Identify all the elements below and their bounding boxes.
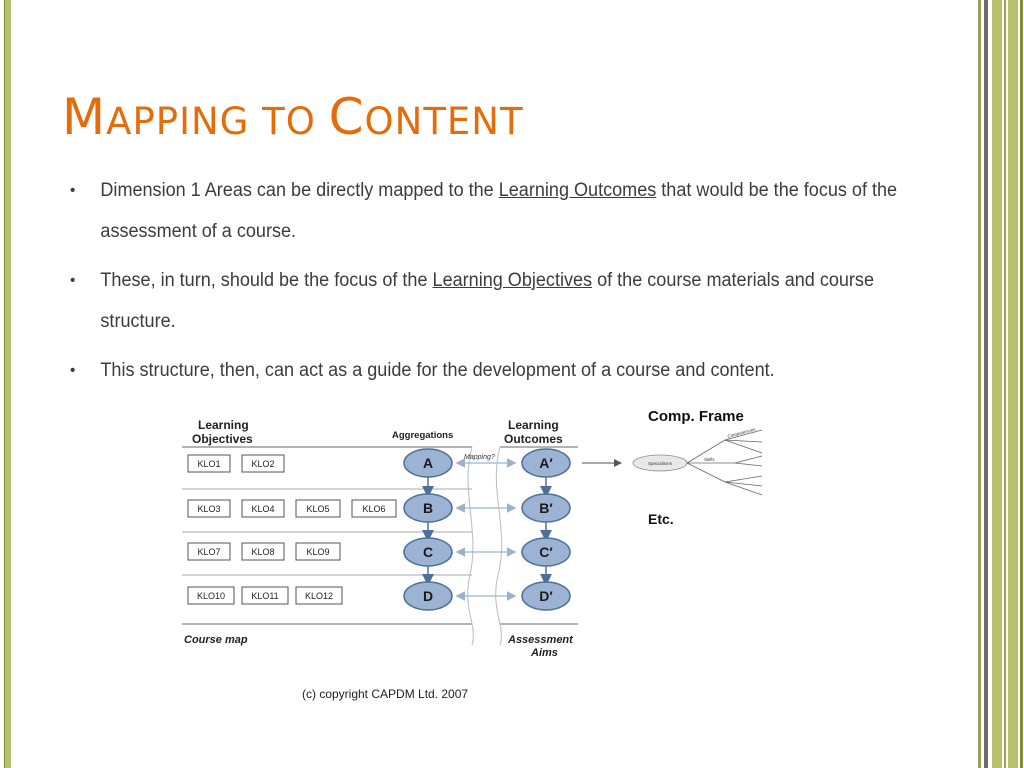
learning-objectives-link[interactable]: Learning Objectives: [432, 270, 593, 291]
right-header-line2: Outcomes: [504, 432, 563, 446]
left-border-decoration: [4, 0, 11, 768]
klo-box: KLO3: [197, 504, 220, 514]
left-header-line2: Objectives: [192, 432, 253, 446]
klo-box: KLO12: [305, 591, 333, 601]
left-header-line1: Learning: [198, 418, 249, 432]
bullet-item: • Dimension 1 Areas can be directly mapp…: [70, 170, 906, 252]
klo-box: KLO11: [251, 591, 278, 601]
slide-title: MAPPING TO CONTENT: [62, 88, 524, 146]
row-d: KLO10 KLO11 KLO12: [187, 586, 343, 605]
node-label: D′: [539, 588, 553, 604]
klo-box: KLO10: [197, 591, 225, 601]
node-label: A: [423, 455, 433, 471]
learning-outcomes-link[interactable]: Learning Outcomes: [498, 180, 657, 201]
aggregations-label: Aggregations: [392, 430, 453, 441]
node-label: B: [423, 500, 433, 516]
right-header-line1: Learning: [508, 418, 559, 432]
right-border-decoration: [978, 0, 1024, 768]
bullet-list: • Dimension 1 Areas can be directly mapp…: [70, 170, 950, 399]
bullet-item: • This structure, then, can act as a gui…: [70, 350, 906, 391]
aggregation-node-c: [403, 537, 453, 567]
klo-box: KLO1: [197, 459, 220, 469]
outcome-node-b: [521, 493, 571, 523]
outcome-node-c: [521, 537, 571, 567]
aggregation-node-b: [403, 493, 453, 523]
klo-box: KLO7: [197, 547, 220, 557]
assessment-label-line2: Aims: [530, 647, 558, 659]
copyright-text: (c) copyright CAPDM Ltd. 2007: [302, 687, 468, 701]
aggregation-node-d: [403, 581, 453, 611]
specialisms-label: Specialisms: [648, 461, 673, 466]
assessment-label-line1: Assessment: [507, 634, 574, 646]
klo-box: KLO2: [251, 459, 274, 469]
bullet-icon: •: [70, 182, 76, 199]
course-map-label: Course map: [184, 634, 248, 646]
skills-label: Skills: [704, 457, 715, 462]
competency-tree-lines: [686, 429, 763, 496]
klo-box: KLO8: [251, 547, 274, 557]
bullet-icon: •: [70, 362, 76, 379]
node-label: A′: [539, 455, 553, 471]
klo-box: KLO9: [306, 547, 329, 557]
row-c: KLO7 KLO8 KLO9: [187, 542, 341, 561]
klo-box: KLO5: [306, 504, 329, 514]
row-a: KLO1 KLO2: [187, 454, 285, 473]
row-b: KLO3 KLO4 KLO5 KLO6: [187, 499, 397, 518]
outcome-node-a: [521, 448, 571, 478]
klo-box: KLO6: [362, 504, 385, 514]
mapping-label: Mapping?: [464, 454, 495, 461]
outcome-node-d: [521, 581, 571, 611]
course-mapping-diagram: Learning Objectives Aggregations Learnin…: [182, 408, 763, 701]
klo-box: KLO4: [251, 504, 274, 514]
bullet-item: • These, in turn, should be the focus of…: [70, 260, 906, 342]
node-label: D: [423, 588, 433, 604]
aggregation-node-a: [403, 448, 453, 478]
bullet-icon: •: [70, 272, 76, 289]
comp-frame-label: Comp. Frame: [648, 408, 744, 425]
etc-label: Etc.: [648, 511, 674, 527]
node-label: B′: [539, 500, 553, 516]
node-label: C: [423, 544, 433, 560]
node-label: C′: [539, 544, 553, 560]
